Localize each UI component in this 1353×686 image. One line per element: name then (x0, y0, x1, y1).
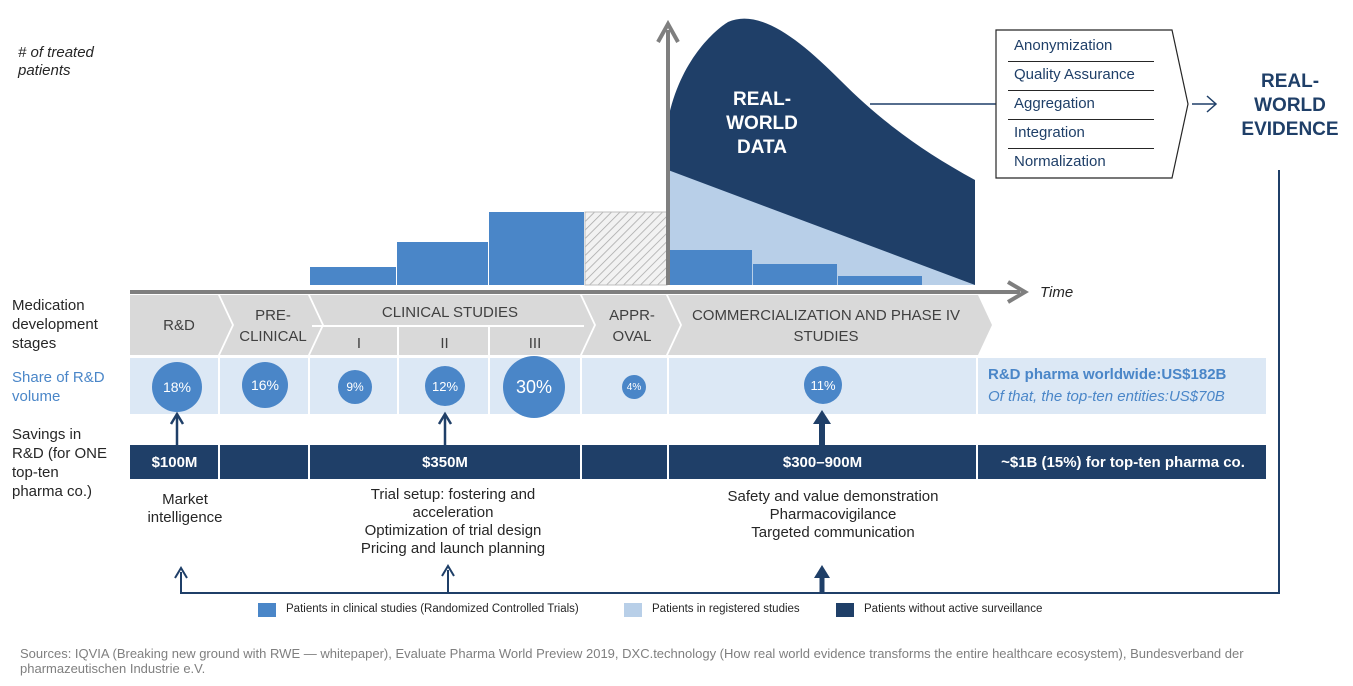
y-axis-arrow (656, 19, 680, 43)
share-commercial: 11% (804, 366, 842, 404)
stage-phase-3: III (528, 335, 542, 352)
bar-approval (584, 211, 668, 286)
stage-preclinical-shape (220, 295, 322, 355)
bar-post-2 (753, 264, 837, 285)
legend-registered: Patients in registered studies (652, 603, 800, 615)
stage-approval-shape (582, 295, 680, 355)
stage-clinical: CLINICAL STUDIES (381, 304, 519, 321)
benefit-commercial: Safety and value demonstration Pharmacov… (727, 488, 939, 541)
legend-swatch-rct (258, 603, 276, 617)
stage-rd: R&D (163, 317, 195, 334)
rwe-label: REAL- WORLD EVIDENCE (1241, 71, 1339, 140)
stage-commercial-shape (668, 295, 992, 355)
bar-phase-1 (310, 267, 396, 285)
row-label-stages: Medication development stages (12, 297, 98, 352)
row-label-share: Share of R&D volume (12, 369, 105, 405)
bar-post-3 (838, 276, 922, 285)
savings-rd: $100M (151, 454, 198, 471)
share-rd: 18% (152, 362, 202, 412)
stage-approval: APPR-OVAL (609, 307, 655, 345)
savings-total: ~$1B (15%) for top-ten pharma co. (1001, 454, 1245, 471)
rd-worldwide: R&D pharma worldwide:US$182B (988, 366, 1227, 383)
stage-rd-shape (130, 295, 232, 355)
sources: Sources: IQVIA (Breaking new ground with… (20, 646, 1244, 676)
legend-swatch-registered (624, 603, 642, 617)
bar-phase-2 (397, 242, 488, 285)
stage-phase-2: II (440, 335, 449, 352)
stage-phase-1: I (356, 335, 362, 352)
legend-unsurveilled: Patients without active surveillance (864, 603, 1043, 615)
row-label-savings: Savings in R&D (for ONE top-ten pharma c… (12, 426, 108, 500)
share-phase-1: 9% (338, 370, 372, 404)
share-approval: 4% (622, 375, 646, 399)
rwd-label: REAL- WORLD DATA (726, 89, 798, 158)
savings-band (130, 445, 1266, 479)
step-aggregation: Aggregation (1008, 91, 1154, 120)
share-preclinical: 16% (242, 362, 288, 408)
benefit-rd: Market intelligence (147, 491, 223, 526)
stage-preclinical: PRE-CLINICAL (239, 307, 307, 345)
step-anonymization: Anonymization (1008, 33, 1154, 62)
step-quality-assurance: Quality Assurance (1008, 62, 1154, 91)
rd-top-ten: Of that, the top-ten entities:US$70B (988, 388, 1225, 405)
bar-phase-3 (489, 212, 584, 285)
x-axis-arrow (1006, 280, 1029, 304)
savings-clinical: $350M (422, 454, 468, 471)
share-phase-3: 30% (503, 356, 565, 418)
step-normalization: Normalization (1014, 153, 1106, 170)
benefit-clinical: Trial setup: fostering and acceleration … (360, 486, 546, 557)
y-axis-label: # of treated patients (18, 44, 94, 79)
x-axis-label: Time (1040, 284, 1074, 301)
bar-post-1 (670, 250, 752, 285)
stage-commercial: COMMERCIALIZATION AND PHASE IV STUDIES (691, 307, 961, 345)
savings-commercial: $300–900M (782, 454, 863, 471)
legend-rct: Patients in clinical studies (Randomized… (286, 603, 579, 615)
share-phase-2: 12% (425, 366, 465, 406)
feedback-loop (180, 170, 1280, 594)
processing-box (995, 29, 1189, 179)
legend-swatch-unsurveilled (836, 603, 854, 617)
share-band (130, 358, 1266, 414)
step-integration: Integration (1008, 120, 1154, 149)
